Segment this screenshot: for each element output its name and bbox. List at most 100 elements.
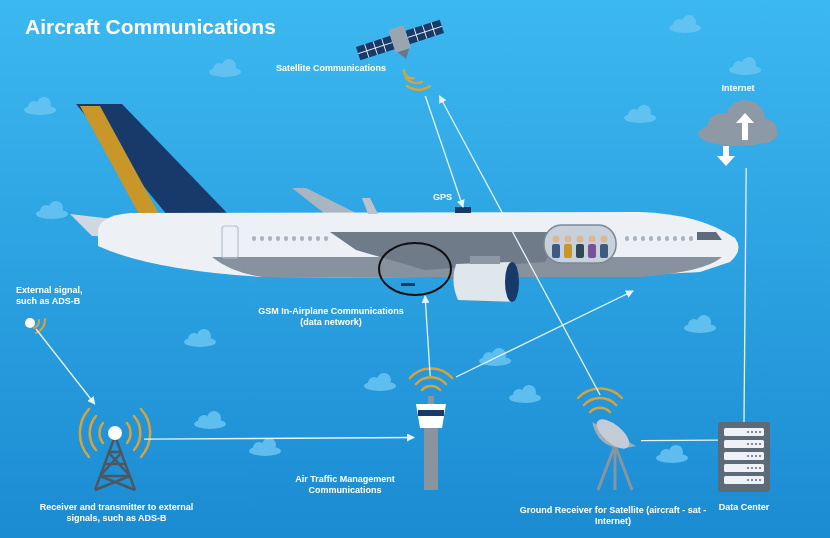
server-led: [755, 455, 757, 457]
passenger-body: [564, 244, 572, 258]
icon-node: External signal, such as ADS-B: [24, 317, 36, 329]
passengers: [552, 236, 608, 259]
passenger-head: [601, 236, 608, 243]
node-label: External signal, such as ADS-B: [16, 285, 102, 307]
connector: [744, 168, 746, 422]
airplane: [70, 104, 739, 302]
engine-intake: [505, 262, 519, 302]
server-led: [751, 467, 753, 469]
tail-stripe: [80, 106, 160, 216]
connector: [144, 437, 414, 439]
icon-node: Satellite Communications: [355, 18, 450, 96]
gsm-circle: [379, 243, 451, 295]
icon-node: Receiver and transmitter to external sig…: [86, 404, 144, 492]
connector: [425, 96, 463, 207]
window: [300, 236, 304, 241]
tail-fin: [76, 104, 228, 216]
window: [641, 236, 645, 241]
window: [316, 236, 320, 241]
winglet: [362, 198, 378, 214]
server-slot: [724, 464, 764, 472]
connector: [440, 96, 601, 395]
node-label: Satellite Communications: [265, 63, 397, 74]
server-led: [747, 431, 749, 433]
window: [625, 236, 629, 241]
connector: [641, 440, 718, 442]
window: [260, 236, 264, 241]
window: [633, 236, 637, 241]
door: [222, 226, 238, 258]
window: [689, 236, 693, 241]
server-led: [759, 443, 761, 445]
passenger-body: [576, 244, 584, 258]
engine: [453, 262, 514, 302]
pylon: [470, 256, 500, 264]
window: [649, 236, 653, 241]
server-led: [755, 443, 757, 445]
server-led: [751, 431, 753, 433]
icon-node: Data Center: [718, 422, 770, 492]
server-led: [751, 479, 753, 481]
window: [665, 236, 669, 241]
window: [292, 236, 296, 241]
server-led: [751, 443, 753, 445]
server-led: [759, 431, 761, 433]
node-label: Internet: [697, 83, 779, 94]
passenger-window: [544, 225, 616, 263]
connector: [36, 329, 95, 404]
icon-node: Ground Receiver for Satellite (aircraft …: [585, 395, 641, 492]
satellite-waves: [404, 70, 430, 90]
passenger-head: [553, 236, 560, 243]
external-signal: [25, 318, 45, 333]
server-slots: [724, 428, 764, 484]
node-label: Receiver and transmitter to external sig…: [29, 502, 204, 524]
diagram-title: Aircraft Communications: [25, 14, 276, 40]
ground-dish: [578, 388, 636, 490]
atm-to-plane-arrow: [456, 291, 633, 377]
window: [268, 236, 272, 241]
receiver-tower: [80, 409, 150, 490]
server-led: [751, 455, 753, 457]
icon-node: GSM In-Airplane Communications (data net…: [379, 243, 451, 296]
atm-tower: [410, 369, 452, 490]
fuselage: [98, 212, 739, 277]
node-label: GPS: [421, 192, 452, 203]
passenger-head: [589, 236, 596, 243]
connector: [425, 296, 430, 376]
near-wing: [330, 232, 562, 270]
cockpit-window: [697, 232, 722, 240]
window: [324, 236, 328, 241]
icon-node: Air Traffic Management Communications: [414, 376, 450, 492]
passenger-body: [552, 244, 560, 258]
server-led: [759, 455, 761, 457]
passenger-head: [577, 236, 584, 243]
data-center: [718, 422, 770, 492]
window: [284, 236, 288, 241]
server-led: [747, 467, 749, 469]
internet-cloud: [698, 100, 778, 166]
server-led: [747, 443, 749, 445]
server-led: [759, 479, 761, 481]
passenger-body: [588, 244, 596, 258]
server-led: [747, 479, 749, 481]
window: [681, 236, 685, 241]
window: [252, 236, 256, 241]
server-led: [755, 479, 757, 481]
server-led: [759, 467, 761, 469]
server-led: [747, 455, 749, 457]
gsm-antenna: [401, 283, 415, 286]
passenger-body: [600, 244, 608, 258]
window: [308, 236, 312, 241]
node-label: Ground Receiver for Satellite (aircraft …: [517, 505, 709, 527]
window: [276, 236, 280, 241]
server-slot: [724, 476, 764, 484]
server-slot: [724, 428, 764, 436]
server-led: [755, 431, 757, 433]
window: [673, 236, 677, 241]
node-label: Air Traffic Management Communications: [281, 474, 409, 496]
clouds: [24, 15, 761, 463]
icon-node: Internet: [697, 98, 779, 168]
